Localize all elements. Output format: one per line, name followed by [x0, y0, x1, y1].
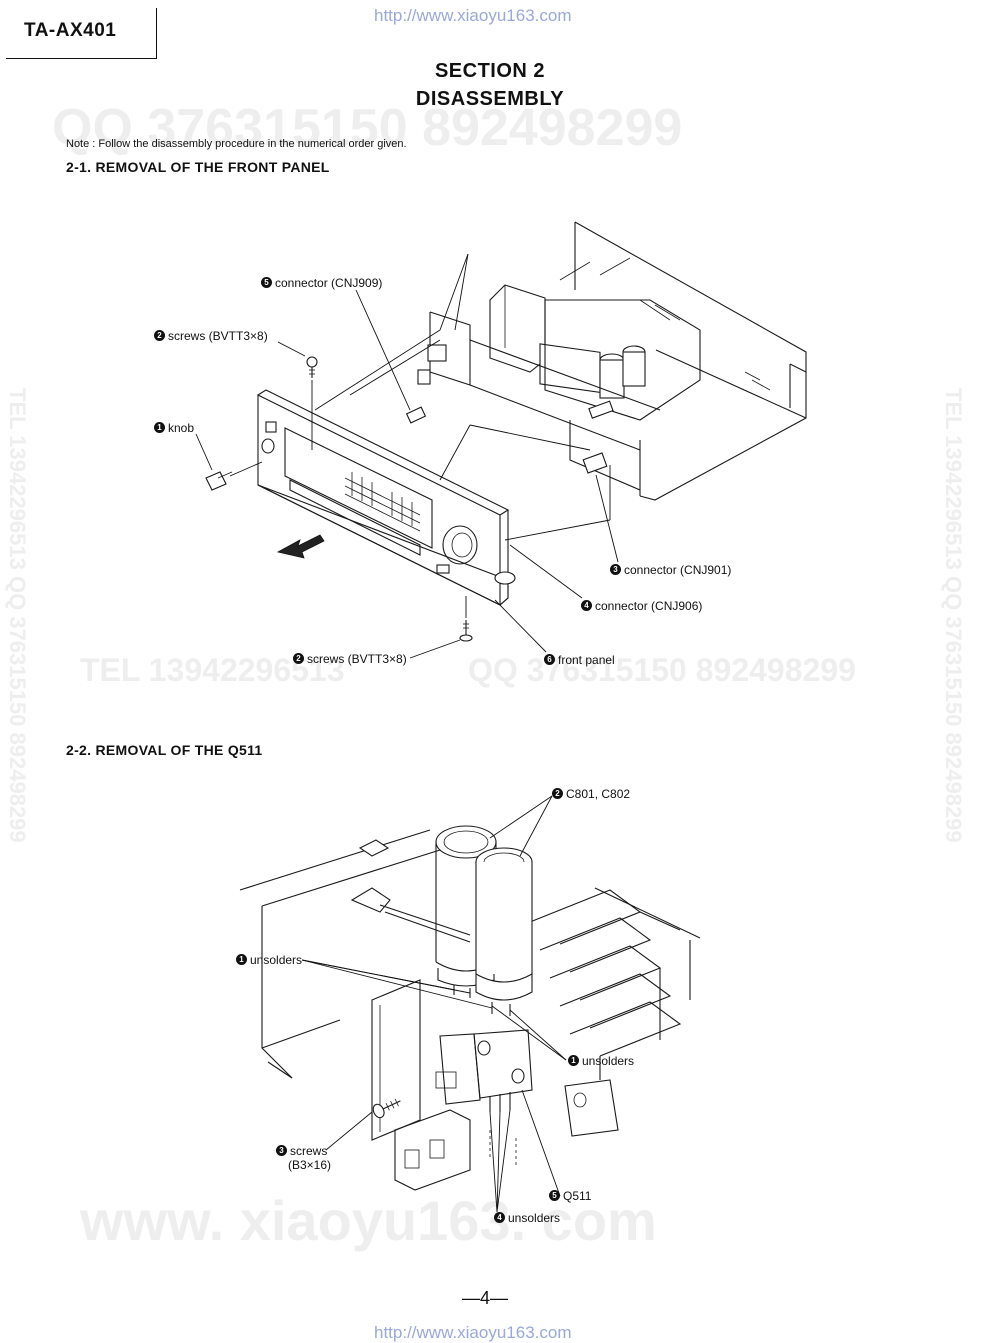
heading-q511: 2-2. REMOVAL OF THE Q511 [66, 742, 263, 758]
section-title: SECTION 2 [434, 60, 546, 82]
watermark-bottom: www. xiaoyu163. com [80, 1189, 657, 1252]
watermark-qq-mid: QQ 376315150 892498299 [468, 652, 856, 688]
note-text: Note : Follow the disassembly procedure … [66, 138, 407, 150]
page-number: —4— [462, 1288, 509, 1308]
watermark-qq-top: QQ 376315150 892498299 [52, 99, 683, 157]
model-box [6, 8, 157, 59]
model-number: TA-AX401 [24, 20, 117, 41]
fig2-drawing [239, 795, 701, 1213]
url-bottom[interactable]: http://www.xiaoyu163.com [374, 1323, 572, 1342]
section-subtitle: DISASSEMBLY [415, 88, 565, 110]
fig1-drawing [195, 221, 807, 659]
heading-front-panel: 2-1. REMOVAL OF THE FRONT PANEL [66, 159, 330, 175]
url-top[interactable]: http://www.xiaoyu163.com [374, 6, 572, 25]
callout-screws-size: (B3×16) [288, 1158, 332, 1172]
